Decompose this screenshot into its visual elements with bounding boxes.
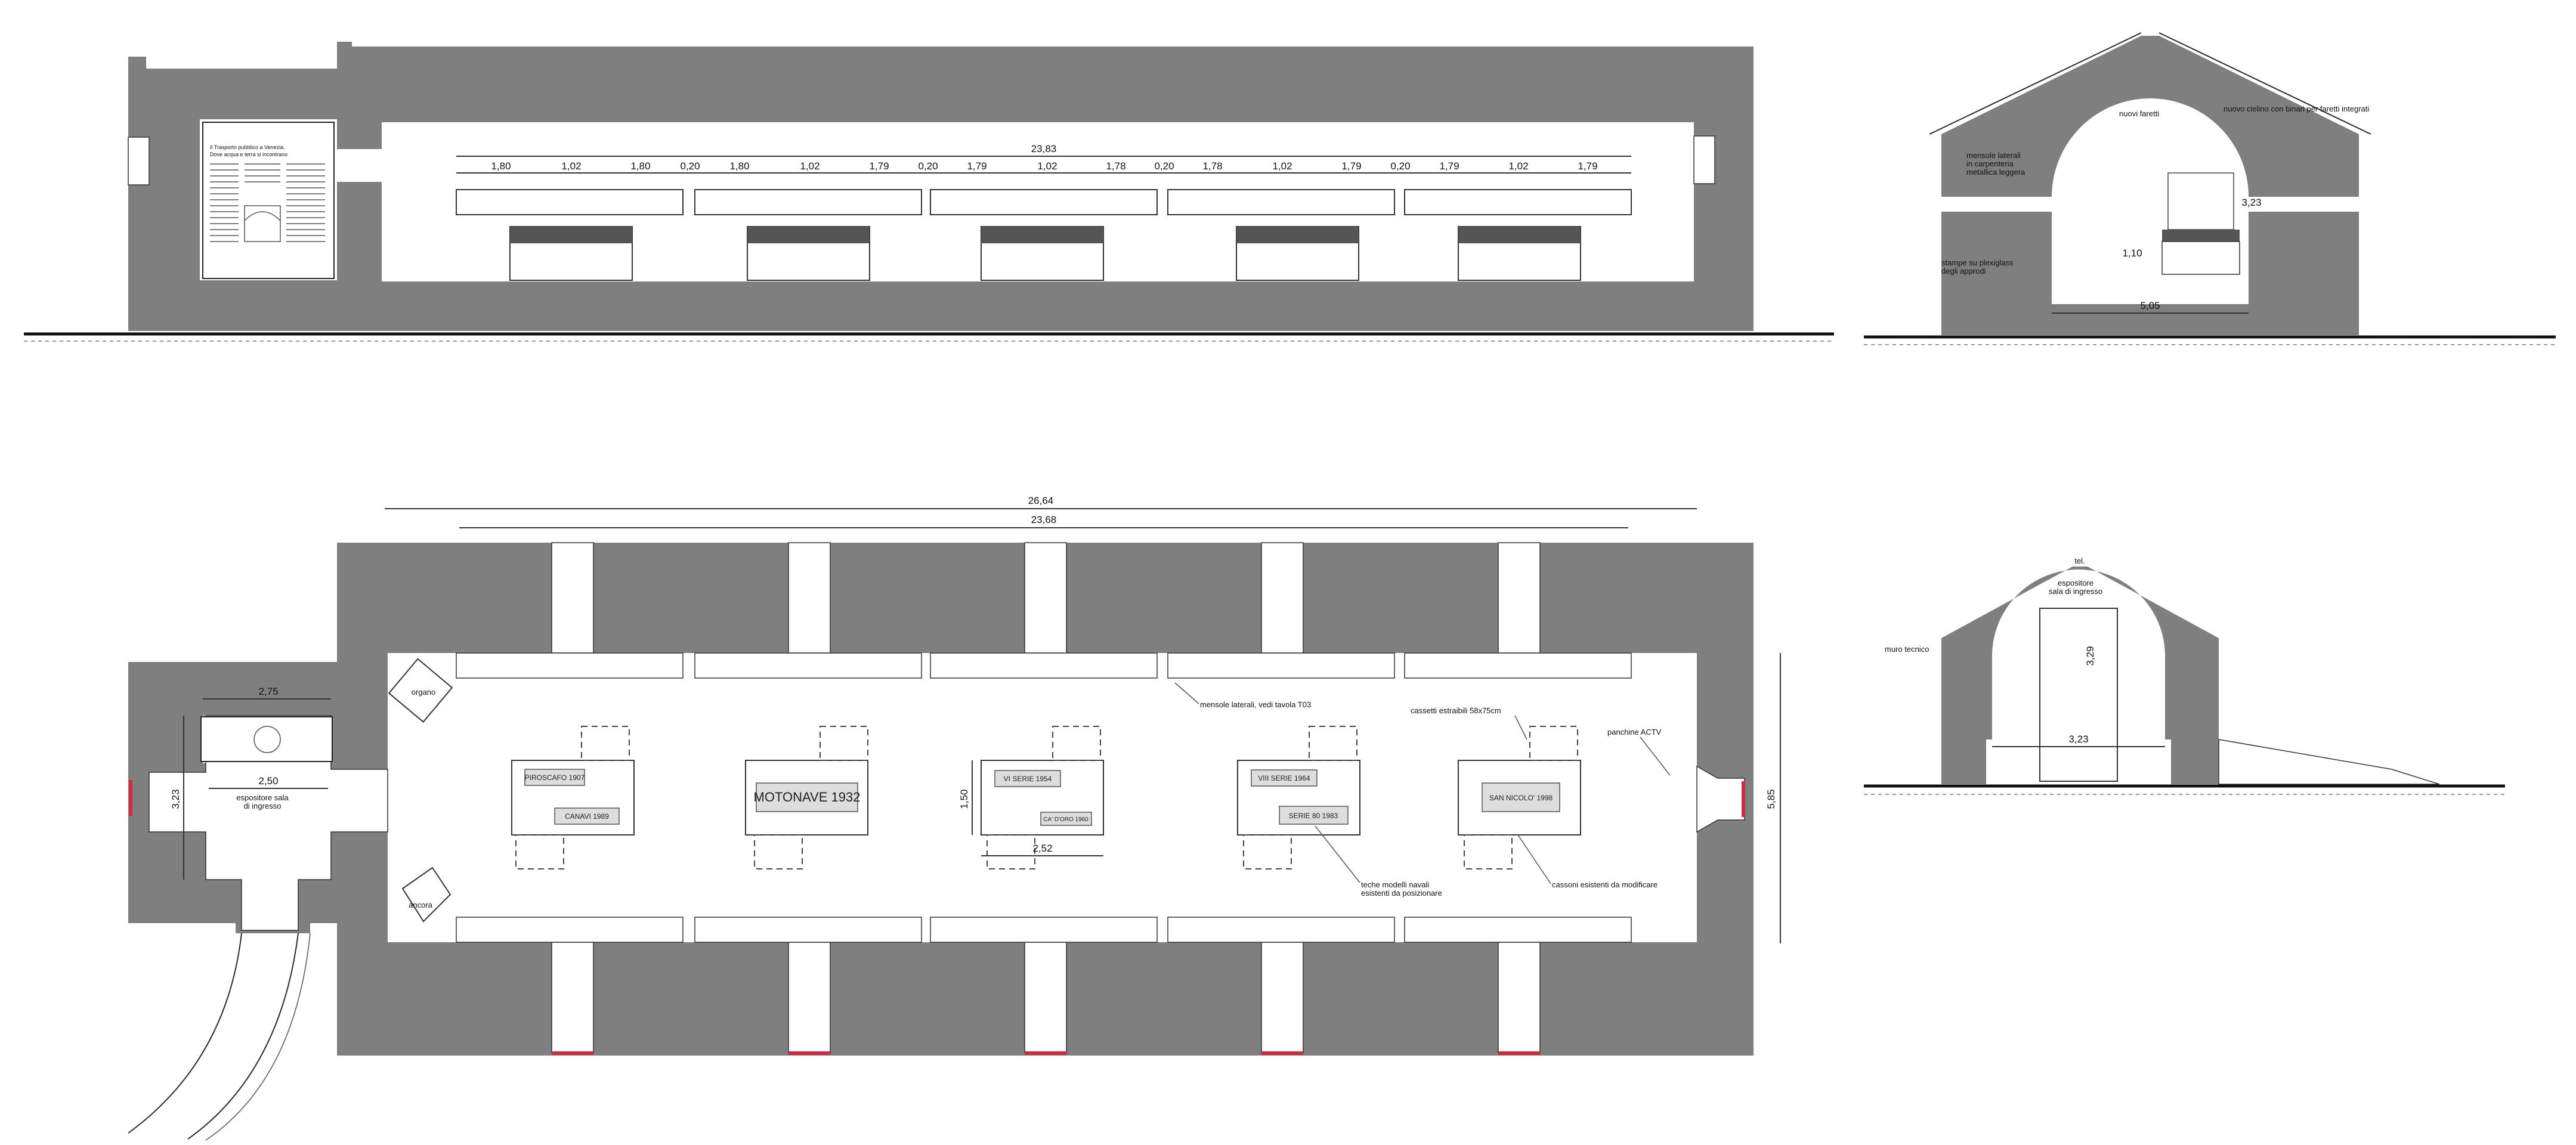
anchor-symbol bbox=[401, 867, 452, 923]
info-panel-subtitle: Dove acqua e terra si incontrano bbox=[210, 151, 287, 157]
boat-label-motonave: MOTONAVE 1932 bbox=[754, 790, 861, 804]
entry-depth-dimension: 3,23 bbox=[170, 789, 181, 809]
segment-dimensions: 1,80 1,02 1,80 0,20 1,80 1,02 1,79 0,20 … bbox=[491, 160, 1597, 172]
longitudinal-section: Il Trasporto pubblico a Venezia. Dove ac… bbox=[24, 42, 1834, 342]
anchor-label: ancora bbox=[409, 900, 433, 909]
entrance-label-room: sala di ingresso bbox=[2049, 587, 2102, 596]
entrance-dim-width: 3,23 bbox=[2068, 734, 2088, 745]
cross-label-new-ceiling: nuovo cielino con binari per faretti int… bbox=[2224, 104, 2369, 113]
segment-dimension: 1,02 bbox=[1508, 160, 1528, 172]
cross-dim-case-height: 1,10 bbox=[2122, 247, 2142, 259]
segment-dimension: 1,78 bbox=[1106, 160, 1125, 172]
segment-dimension: 0,20 bbox=[1390, 160, 1410, 172]
floor-plan: 26,64 23,68 5,85 bbox=[128, 495, 1781, 1141]
entry-inner-dimension: 2,50 bbox=[258, 775, 278, 787]
segment-dimension: 0,20 bbox=[1154, 160, 1174, 172]
segment-dimension: 1,02 bbox=[800, 160, 820, 172]
left-window bbox=[128, 137, 150, 185]
entry-display-label-line2: di ingresso bbox=[244, 802, 282, 810]
segment-dimension: 1,79 bbox=[869, 160, 889, 172]
teche-note-line2: esistenti da posizionare bbox=[1361, 889, 1442, 898]
info-panel bbox=[202, 122, 335, 279]
info-panel-text-lines bbox=[210, 163, 325, 242]
boat-label-ca-doro: CA' D'ORO 1960 bbox=[1043, 816, 1088, 823]
segment-dimension: 1,79 bbox=[1578, 160, 1597, 172]
total-length-dimension: 23,83 bbox=[1031, 143, 1057, 154]
plan-total-dimension: 26,64 bbox=[1028, 495, 1054, 506]
info-panel-title: Il Trasporto pubblico a Venezia. bbox=[210, 144, 285, 150]
display-cases-elevation bbox=[509, 226, 1581, 281]
entrance-display bbox=[2039, 608, 2118, 782]
plan-window-openings bbox=[551, 542, 1541, 1055]
boat-label-serie-80: SERIE 80 1983 bbox=[1289, 812, 1338, 820]
cross-section: nuovi faretti nuovo cielino con binari p… bbox=[1864, 32, 2556, 345]
segment-dimension: 1,79 bbox=[967, 160, 987, 172]
boat-label-vi-serie: VI SERIE 1954 bbox=[1004, 775, 1052, 783]
cross-dim-width: 5,05 bbox=[2140, 300, 2160, 311]
segment-dimension: 0,20 bbox=[918, 160, 938, 172]
entry-display-label-line1: espositore sala bbox=[236, 793, 289, 802]
cross-label-carpentry: in carpenteria bbox=[1966, 159, 2014, 168]
entrance-label-tel: tel. bbox=[2074, 556, 2085, 565]
display-shelves-elevation bbox=[456, 189, 1632, 215]
segment-dimension: 1,02 bbox=[1272, 160, 1292, 172]
drawers-note: cassetti estraibili 58x75cm bbox=[1411, 706, 1501, 715]
cross-label-shelves: mensole laterali bbox=[1966, 151, 2021, 160]
organ-symbol bbox=[388, 658, 453, 723]
cross-label-prints: stampe su plexiglass bbox=[1941, 258, 2014, 267]
entrance-section: tel. espositore sala di ingresso muro te… bbox=[1864, 556, 2505, 795]
case-width-dimension: 2,52 bbox=[1032, 843, 1052, 854]
right-window bbox=[1693, 135, 1715, 184]
cassoni-note: cassoni esistenti da modificare bbox=[1552, 880, 1657, 889]
segment-dimension: 0,20 bbox=[680, 160, 700, 172]
boat-label-viii-serie: VIII SERIE 1964 bbox=[1258, 774, 1310, 782]
segment-dimension: 1,80 bbox=[729, 160, 749, 172]
segment-dimension: 1,80 bbox=[491, 160, 511, 172]
longitudinal-section-walls bbox=[128, 42, 1754, 331]
exterior-ramp-edge bbox=[128, 933, 242, 1134]
teche-note-line1: teche modelli navali bbox=[1361, 880, 1429, 889]
entrance-label-display: espositore bbox=[2058, 578, 2093, 587]
segment-dimension: 1,79 bbox=[1341, 160, 1361, 172]
plan-shelving-rows bbox=[456, 652, 1632, 943]
segment-dimension: 1,02 bbox=[1037, 160, 1057, 172]
cross-label-landings: degli approdi bbox=[1941, 267, 1986, 276]
boat-label-piroscafo: PIROSCAFO 1907 bbox=[525, 773, 585, 782]
plan-inner-dimension: 23,68 bbox=[1031, 514, 1057, 525]
cross-label-metal: metallica leggera bbox=[1966, 168, 2025, 177]
entrance-ramp bbox=[2218, 739, 2440, 785]
boat-label-canavi: CANAVI 1989 bbox=[565, 812, 609, 821]
entrance-dim-height: 3,29 bbox=[2085, 646, 2096, 666]
shelves-note: mensole laterali, vedi tavola T03 bbox=[1200, 700, 1311, 709]
entry-width-dimension: 2,75 bbox=[258, 686, 278, 697]
cross-display-case-top bbox=[2162, 230, 2240, 242]
benches-note: panchine ACTV bbox=[1607, 728, 1662, 736]
organ-label: organo bbox=[412, 688, 435, 697]
plan-depth-dimension: 5,85 bbox=[1765, 789, 1777, 809]
entry-room bbox=[149, 715, 388, 931]
boat-label-san-nicolo: SAN NICOLO' 1998 bbox=[1489, 794, 1553, 802]
cross-section-walls bbox=[1941, 36, 2359, 335]
cross-dim-height: 3,23 bbox=[2241, 197, 2261, 208]
segment-dimension: 1,79 bbox=[1439, 160, 1459, 172]
segment-dimension: 1,78 bbox=[1202, 160, 1222, 172]
entry-display-unit bbox=[200, 716, 333, 762]
cross-label-new-spotlights: nuovi faretti bbox=[2119, 109, 2159, 118]
entrance-label-wall: muro tecnico bbox=[1885, 645, 1929, 654]
segment-dimension: 1,80 bbox=[630, 160, 650, 172]
plan-walls bbox=[128, 543, 1754, 1056]
case-depth-dimension: 1,50 bbox=[958, 789, 970, 809]
end-door bbox=[1696, 765, 1745, 833]
segment-dimension: 1,02 bbox=[561, 160, 581, 172]
